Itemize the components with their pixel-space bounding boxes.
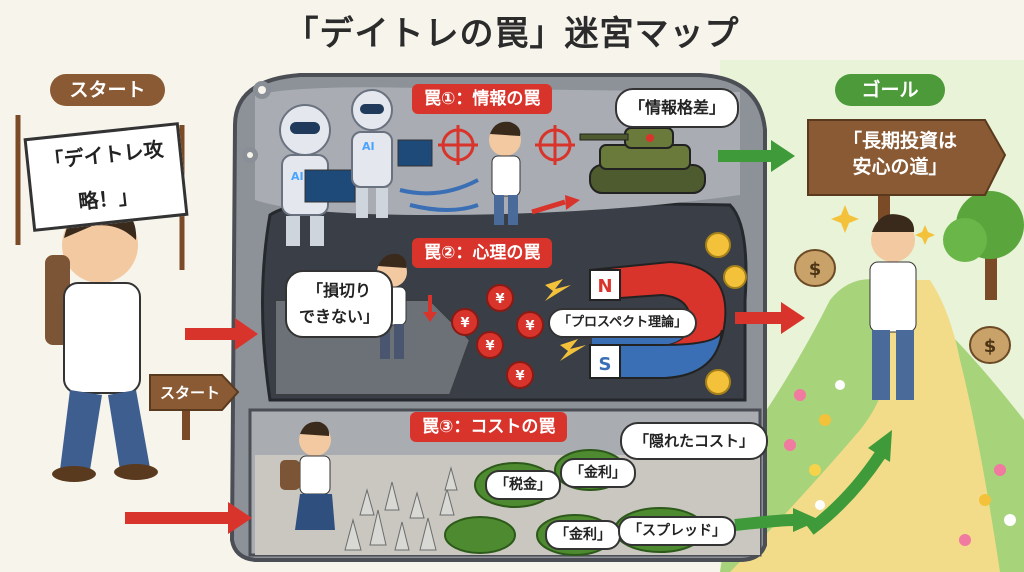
- yen-symbol: ¥: [460, 316, 469, 331]
- goal-sign-line: 「長期投資は: [842, 130, 957, 152]
- sparkle-icon: [831, 205, 935, 245]
- yen-symbol: ¥: [495, 292, 504, 307]
- goal-sign-line: 安心の道」: [852, 156, 948, 178]
- magnet-pole-n: N: [597, 276, 612, 297]
- robot-screen-label: AI: [291, 170, 304, 183]
- golden-path: [730, 280, 1000, 572]
- goal-person-figure: [869, 214, 917, 400]
- money-bag-symbol: $: [984, 336, 997, 357]
- magnet-pole-s: S: [599, 354, 612, 375]
- goal-label: ゴール: [835, 74, 945, 106]
- spikes-icon: [344, 466, 458, 551]
- flowers-icon: [784, 380, 1016, 546]
- cut-loss-line: できない」: [299, 307, 380, 326]
- money-bag-symbol: $: [809, 259, 822, 280]
- down-arrow-head: [423, 312, 437, 322]
- tank-icon: [579, 127, 706, 194]
- spread-tag: 「スプレッド」: [618, 516, 736, 546]
- gold-coin-icon: [705, 232, 747, 395]
- investor-figure: [489, 121, 521, 225]
- info-gap-bubble: 「情報格差」: [615, 88, 740, 128]
- lightning-icon: [545, 279, 586, 361]
- data-flow-arrow: [399, 178, 479, 212]
- trap-2-label: 罠②：心理の罠: [412, 238, 553, 268]
- page-title: 「デイトレの罠」迷宮マップ: [284, 14, 740, 54]
- magnet-icon: [588, 260, 727, 379]
- yen-symbol: ¥: [515, 369, 524, 384]
- start-person-figure: [15, 115, 185, 482]
- goal-signboard: [807, 119, 1007, 196]
- start-sign-post: [182, 400, 190, 440]
- cut-loss-bubble: 「損切り できない」: [285, 270, 394, 338]
- start-signboard: [149, 374, 240, 411]
- tax-tag: 「税金」: [485, 470, 561, 500]
- start-banner: 「デイトレ攻略！」: [23, 122, 189, 232]
- red-arrow-small: [531, 199, 566, 215]
- tree-foliage: [943, 218, 987, 262]
- yen-coin-icon: [451, 284, 544, 389]
- yen-symbol: ¥: [525, 319, 534, 334]
- trap-1-label: 罠①：情報の罠: [412, 84, 553, 114]
- red-arrow: [125, 302, 805, 534]
- yen-symbol: ¥: [485, 339, 494, 354]
- hidden-cost-bubble: 「隠れたコスト」: [620, 422, 769, 460]
- interest-tag: 「金利」: [545, 520, 621, 550]
- start-sign-label: スタート: [159, 384, 220, 402]
- goal-sign-text: 「長期投資は 安心の道」: [810, 128, 990, 180]
- robot-screen-label: AI: [362, 140, 375, 153]
- crosshair-icon: [438, 125, 575, 165]
- red-arrow-head: [565, 195, 580, 210]
- interest-tag: 「金利」: [560, 458, 636, 488]
- prospect-theory-bubble: 「プロスペクト理論」: [548, 308, 698, 338]
- green-arrow: [718, 140, 892, 535]
- money-bag-icon: $ $: [794, 249, 1011, 364]
- trap-3-label: 罠③：コストの罠: [410, 412, 568, 442]
- ai-robot-figure: [279, 89, 433, 246]
- start-label: スタート: [50, 74, 165, 106]
- gear-icon: [242, 81, 271, 163]
- cut-loss-line: 「損切り: [307, 281, 372, 300]
- exhausted-investor-figure: [280, 421, 335, 530]
